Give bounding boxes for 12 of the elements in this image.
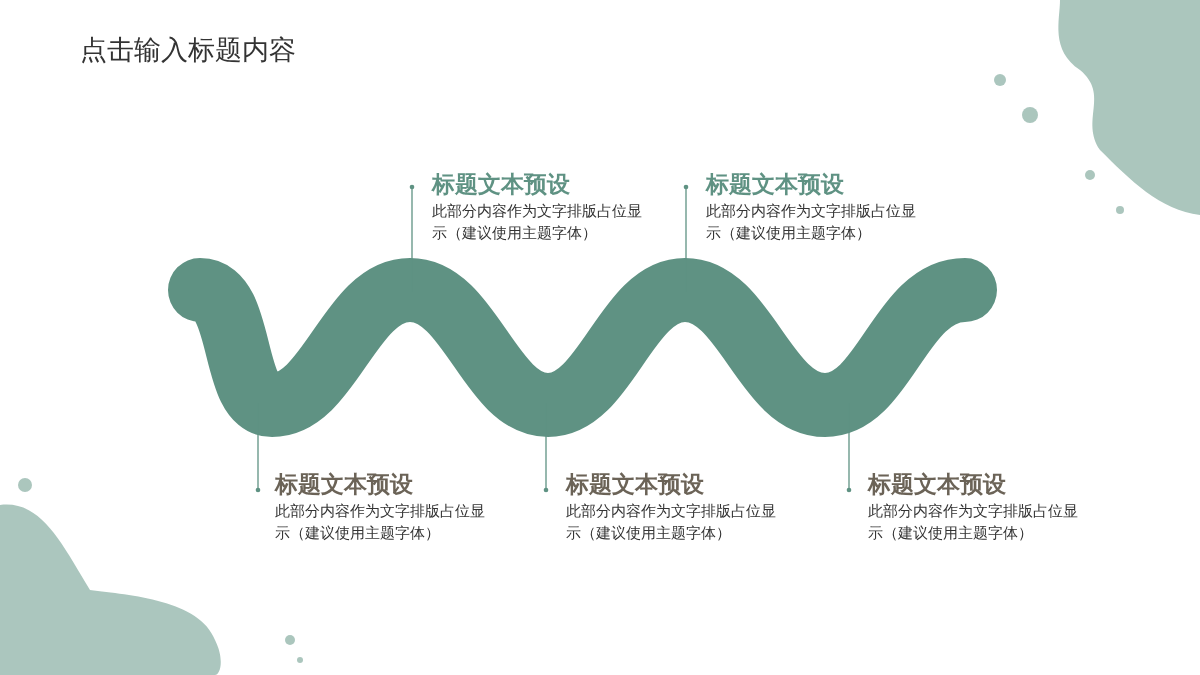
- callout-text: 此部分内容作为文字排版占位显示（建议使用主题字体）: [275, 501, 486, 544]
- wave-band: [168, 258, 997, 437]
- callout-text: 此部分内容作为文字排版占位显示（建议使用主题字体）: [706, 201, 917, 244]
- callout-heading: 标题文本预设: [432, 170, 571, 198]
- slide-title: 点击输入标题内容: [80, 33, 296, 67]
- callout-heading: 标题文本预设: [706, 170, 845, 198]
- callout-text: 此部分内容作为文字排版占位显示（建议使用主题字体）: [566, 501, 777, 544]
- callout-text: 此部分内容作为文字排版占位显示（建议使用主题字体）: [868, 501, 1079, 544]
- callout-heading: 标题文本预设: [868, 470, 1007, 498]
- callout-heading: 标题文本预设: [566, 470, 705, 498]
- callout-text: 此部分内容作为文字排版占位显示（建议使用主题字体）: [432, 201, 643, 244]
- callout-heading: 标题文本预设: [275, 470, 414, 498]
